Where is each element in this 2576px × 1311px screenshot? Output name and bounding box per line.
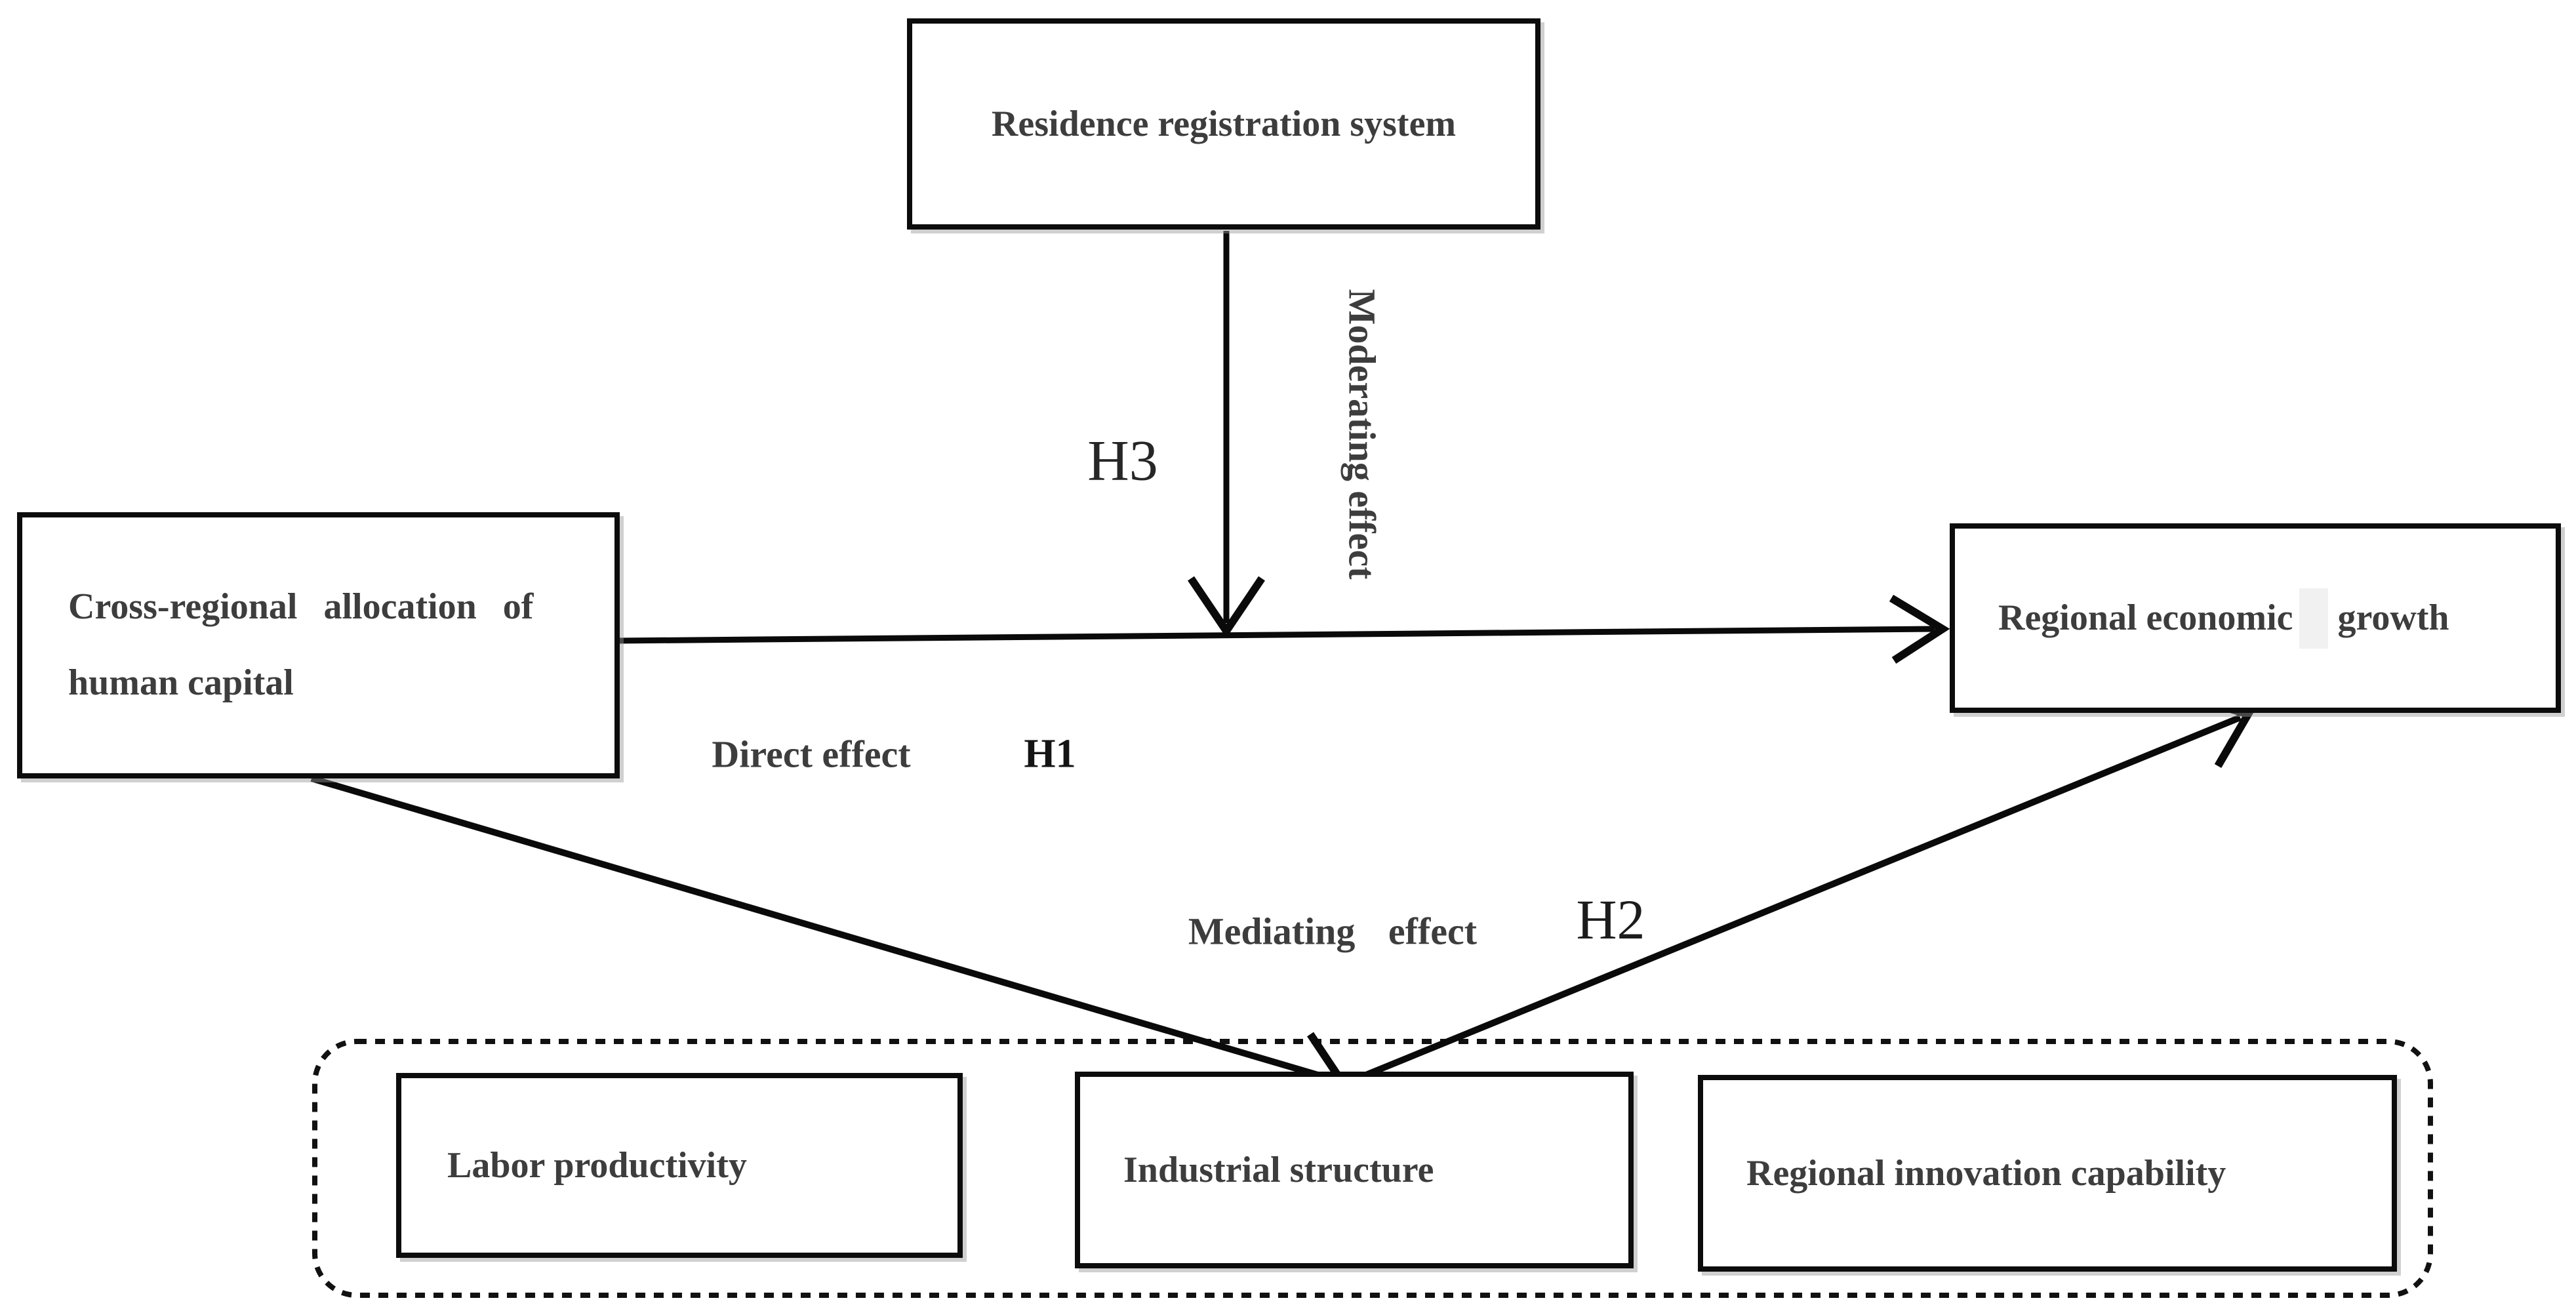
direct-arrowhead	[1889, 594, 1950, 664]
moderating-arrow	[1188, 231, 1265, 638]
node-regional-innovation-capability: Regional innovation capability	[1698, 1075, 2397, 1272]
direct-effect-arrow	[616, 594, 1950, 664]
highlight-patch	[2299, 588, 2329, 649]
mediator-3-label: Regional innovation capability	[1746, 1152, 2226, 1194]
hypothesis-h3-label: H3	[1087, 429, 1158, 493]
mediating-down-shaft	[310, 775, 1339, 1084]
node-dependent-label-part1: Regional economic	[1998, 597, 2293, 639]
direct-effect-label: Direct effect	[712, 733, 911, 776]
node-dependent-label-part2: growth	[2337, 597, 2449, 639]
node-moderator-label: Residence registration system	[991, 103, 1457, 144]
mediators-group-border	[312, 1039, 2433, 1298]
mediating-up-arrow	[1318, 693, 2255, 1097]
hypothesis-h2-label: H2	[1576, 888, 1645, 951]
moderating-arrowhead	[1188, 576, 1265, 638]
node-industrial-structure: Industrial structure	[1075, 1072, 1634, 1268]
direct-arrow-shaft	[616, 626, 1935, 644]
mediator-1-label: Labor productivity	[447, 1144, 747, 1186]
node-independent-label-line2: human capital	[68, 662, 294, 703]
moderating-effect-label: Moderating effect	[1340, 289, 1384, 580]
mediating-up-shaft	[1318, 714, 2242, 1097]
node-regional-economic-growth: Regional economic growth	[1950, 523, 2561, 713]
node-cross-regional-allocation: Cross-regional allocation of human capit…	[17, 512, 620, 778]
node-labor-productivity: Labor productivity	[396, 1073, 963, 1258]
node-independent-label-line1: Cross-regional allocation of	[68, 586, 534, 628]
mediating-effect-label: Mediating effect	[1188, 910, 1478, 953]
mediator-2-label: Industrial structure	[1123, 1149, 1434, 1190]
node-residence-registration-system: Residence registration system	[907, 18, 1540, 230]
hypothesis-h1-label: H1	[1024, 731, 1076, 777]
